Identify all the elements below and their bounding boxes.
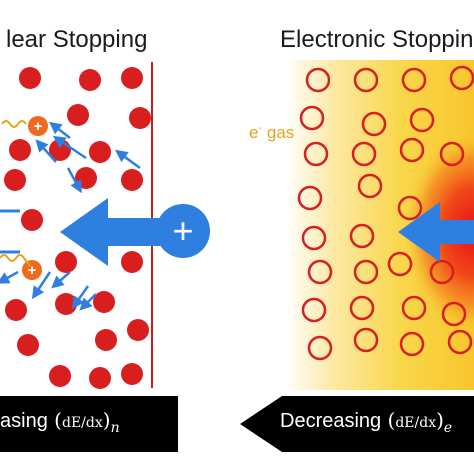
lattice-atom-site (299, 105, 325, 131)
lattice-atom-site (399, 137, 425, 163)
recoil-arrow (71, 285, 90, 310)
electron-gas-label: e- gas (249, 122, 295, 142)
lattice-atom-site (441, 301, 467, 327)
lattice-atom-site (401, 295, 427, 321)
incident-ion (156, 204, 210, 258)
lattice-atom (93, 291, 115, 313)
lattice-atom (21, 209, 43, 231)
lattice-atom-site (387, 251, 413, 277)
lattice-atom-site (397, 195, 423, 221)
ion-direction-arrow-left (60, 198, 160, 266)
lattice-atom (17, 334, 39, 356)
recoil-trail-upper (1, 120, 27, 128)
recoil-arrows (0, 121, 141, 311)
lattice-atom-site (297, 185, 323, 211)
lattice-atom (89, 141, 111, 163)
banner-arrow-right (240, 396, 474, 452)
recoil-ion-lower: + (22, 260, 42, 280)
lattice-atom-site (439, 141, 465, 167)
lattice-atom-site (301, 297, 327, 323)
recoil-plus-icon: + (34, 118, 43, 135)
lattice-atom-site (307, 259, 333, 285)
lattice-atom (55, 251, 77, 273)
ion-plus-icon: + (172, 210, 193, 251)
lattice-atom-site (429, 259, 455, 285)
lattice-atom-site (409, 107, 435, 133)
lattice-atoms-left (4, 67, 151, 389)
recoil-arrow (52, 135, 87, 160)
lattice-atom (49, 365, 71, 387)
lattice-atom (127, 319, 149, 341)
lattice-atom-site (361, 111, 387, 137)
recoil-arrow (49, 121, 71, 139)
lattice-atom-site (301, 225, 327, 251)
lattice-atom (55, 293, 77, 315)
recoil-arrow (51, 271, 71, 289)
recoil-arrow (79, 293, 97, 311)
banner-right-text: Decreasing (dE/dx)e (280, 408, 453, 436)
recoil-arrow (31, 271, 52, 300)
recoil-trail-lower (0, 254, 31, 267)
lattice-atom (5, 299, 27, 321)
lattice-atom (67, 104, 89, 126)
recoil-arrow (0, 270, 19, 284)
recoil-arrow (66, 167, 82, 194)
ion-direction-arrow-right (398, 202, 474, 262)
lattice-atoms-right (297, 65, 474, 361)
lattice-atom (121, 251, 143, 273)
lattice-atom (4, 169, 26, 191)
lattice-atom (79, 69, 101, 91)
lattice-atom-site (353, 67, 379, 93)
lattice-atom-site (307, 335, 333, 361)
lattice-atom-site (357, 173, 383, 199)
lattice-atom (121, 363, 143, 385)
lattice-atom (121, 169, 143, 191)
banner-left-text: asing (dE/dx)n (0, 408, 120, 436)
lattice-atom-site (349, 295, 375, 321)
lattice-atom (129, 107, 151, 129)
banner-arrow-left (0, 396, 178, 452)
lattice-atom-site (303, 141, 329, 167)
lattice-atom-site (349, 223, 375, 249)
electronic-stopping-title: Electronic Stoppin (280, 26, 474, 53)
lattice-atom-site (447, 329, 473, 355)
lattice-atom (95, 329, 117, 351)
lattice-atom-site (449, 65, 474, 91)
lattice-atom (89, 367, 111, 389)
lattice-atom (121, 67, 143, 89)
lattice-atom-site (353, 327, 379, 353)
lattice-atom (9, 139, 31, 161)
recoil-ion-upper: + (28, 116, 48, 136)
recoil-plus-icon: + (28, 262, 37, 279)
recoil-arrow (35, 139, 57, 163)
recoil-arrow (114, 149, 141, 170)
lattice-atom-site (401, 67, 427, 93)
lattice-atom (19, 67, 41, 89)
lattice-atom-site (305, 67, 331, 93)
lattice-atom-site (399, 331, 425, 357)
lattice-atom-site (353, 259, 379, 285)
lattice-atom-site (351, 141, 377, 167)
nuclear-stopping-title: lear Stopping (6, 26, 148, 53)
